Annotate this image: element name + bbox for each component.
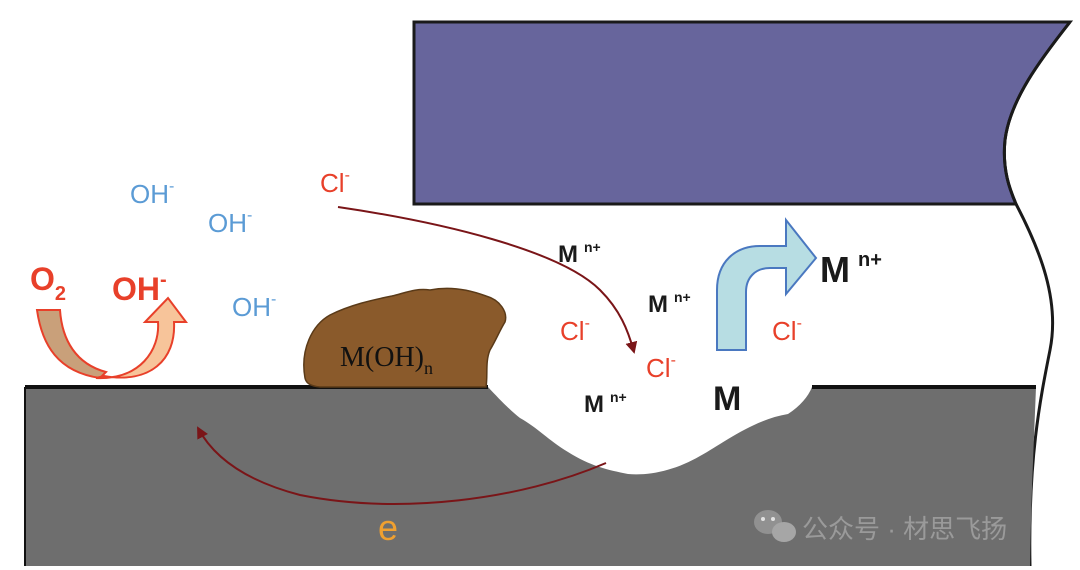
chloride-ion-right: Cl- xyxy=(772,315,802,346)
chloride-ion-crevice: Cl- xyxy=(560,315,590,346)
metal-atom-label: M xyxy=(713,380,741,418)
hydroxide-ion-2: OH- xyxy=(208,207,252,238)
watermark-text: 公众号 · 材思飞扬 xyxy=(802,514,1007,544)
electron-label: e xyxy=(378,507,398,548)
chloride-ion-pit: Cl- xyxy=(646,352,676,383)
wechat-icon xyxy=(754,510,796,542)
corrosion-product-label: M(OH)n xyxy=(340,342,433,378)
watermark: 公众号 · 材思飞扬 xyxy=(754,510,1007,544)
chloride-migration-arrow xyxy=(337,206,638,354)
hydroxide-product-label: OH- xyxy=(112,269,167,307)
crevice-former-plate xyxy=(412,20,1074,206)
oxygen-label: O2 xyxy=(30,261,66,305)
corrosion-product-deposit xyxy=(303,287,507,388)
oxygen-reduction-arrow-left xyxy=(35,309,108,380)
crevice-boundary-line xyxy=(1002,21,1072,567)
electron-path-arrow xyxy=(197,426,607,505)
hydroxide-ion-1: OH- xyxy=(130,178,174,209)
chloride-ion-top: Cl- xyxy=(320,167,350,198)
metal-dissolution-arrow xyxy=(716,217,818,351)
hydroxide-ion-3: OH- xyxy=(232,291,276,322)
oxygen-reduction-arrow-right xyxy=(95,296,188,380)
metal-substrate xyxy=(25,387,1036,566)
